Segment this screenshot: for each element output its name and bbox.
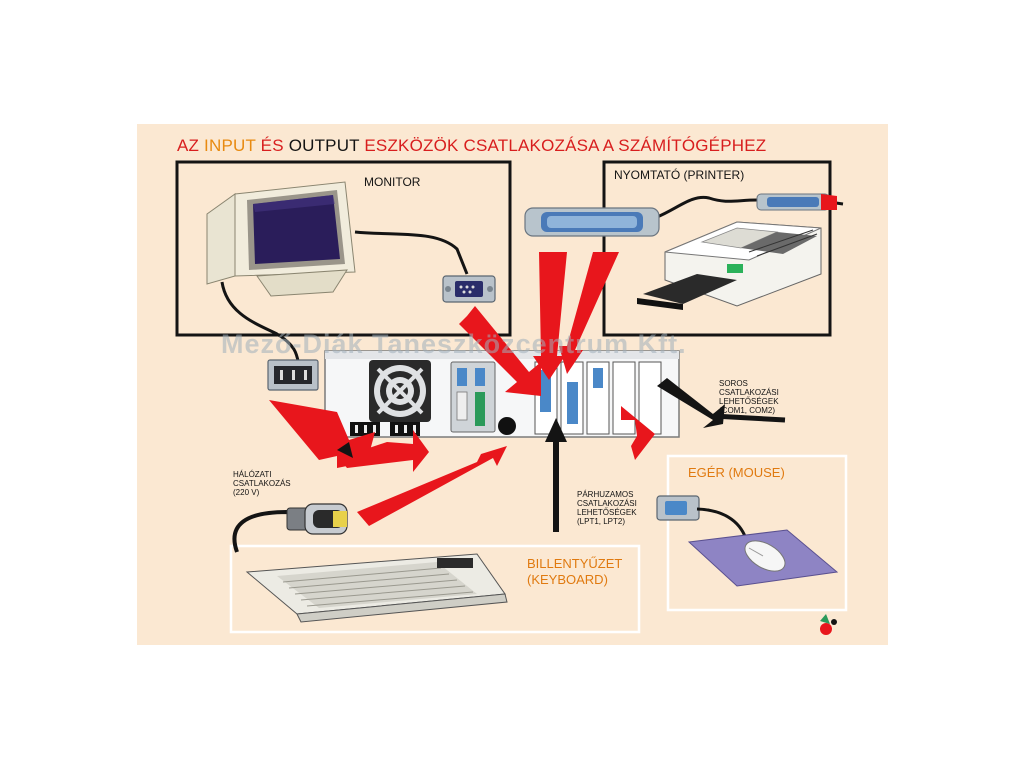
mouse-frame [666, 454, 848, 612]
printer-cable [524, 193, 844, 237]
parallel-label: PÁRHUZAMOS CSATLAKOZÁSI LEHETŐSÉGEK (LPT… [577, 490, 637, 526]
poster: Mező-Diák Taneszközcentrum Kft. AZ INPUT… [137, 124, 888, 645]
title-part-4: OUTPUT [288, 136, 360, 155]
title-part-5: ESZKÖZÖK CSATLAKOZÁSA A SZÁMÍTÓGÉPHEZ [359, 136, 767, 155]
arrow-serial [657, 378, 725, 428]
power-plug [267, 359, 319, 391]
keyboard-plug [286, 503, 348, 535]
arrow-keyboard [357, 446, 507, 526]
title-part-3: ÉS [255, 136, 289, 155]
serial-label: SOROS CSATLAKOZÁSI LEHETŐSÉGEK (COM1, CO… [719, 379, 779, 415]
arrow-printer-right [559, 252, 619, 374]
printer-frame [602, 160, 832, 337]
printer-illustration [637, 221, 822, 310]
monitor-illustration [206, 181, 469, 367]
monitor-frame [175, 160, 512, 337]
black-arrows [337, 378, 786, 532]
title-part-2: INPUT [204, 136, 256, 155]
logo-icon [820, 614, 837, 635]
watermark: Mező-Diák Taneszközcentrum Kft. [221, 329, 687, 359]
arrow-power-black-head [337, 442, 353, 458]
printer-label: NYOMTATÓ (PRINTER) [614, 168, 745, 182]
power-label: HÁLÓZATI CSATLAKOZÁS (220 V) [233, 470, 291, 497]
arrow-power-2 [339, 430, 429, 472]
mouse-label: EGÉR (MOUSE) [688, 465, 785, 480]
mouse-connector [656, 495, 749, 543]
mouse-illustration [687, 529, 839, 587]
monitor-label: MONITOR [364, 175, 421, 189]
arrow-printer-left [533, 252, 567, 380]
arrow-parallel-line [553, 438, 559, 532]
arrow-monitor [459, 306, 541, 396]
page-title: AZ INPUT ÉS OUTPUT ESZKÖZÖK CSATLAKOZÁSA… [177, 136, 766, 156]
keyboard-label-line2: (KEYBOARD) [527, 572, 608, 587]
diagram-artwork [175, 160, 848, 635]
keyboard-frame [229, 544, 641, 634]
keyboard-cable [232, 509, 308, 553]
title-part-1: AZ [177, 136, 205, 155]
monitor-connector [442, 275, 496, 303]
arrow-parallel-head [545, 418, 567, 442]
keyboard-label-line1: BILLENTYŰZET [527, 556, 623, 571]
arrow-serial-line [712, 413, 786, 423]
keyboard-illustration [245, 553, 508, 623]
arrow-mouse [621, 406, 655, 460]
